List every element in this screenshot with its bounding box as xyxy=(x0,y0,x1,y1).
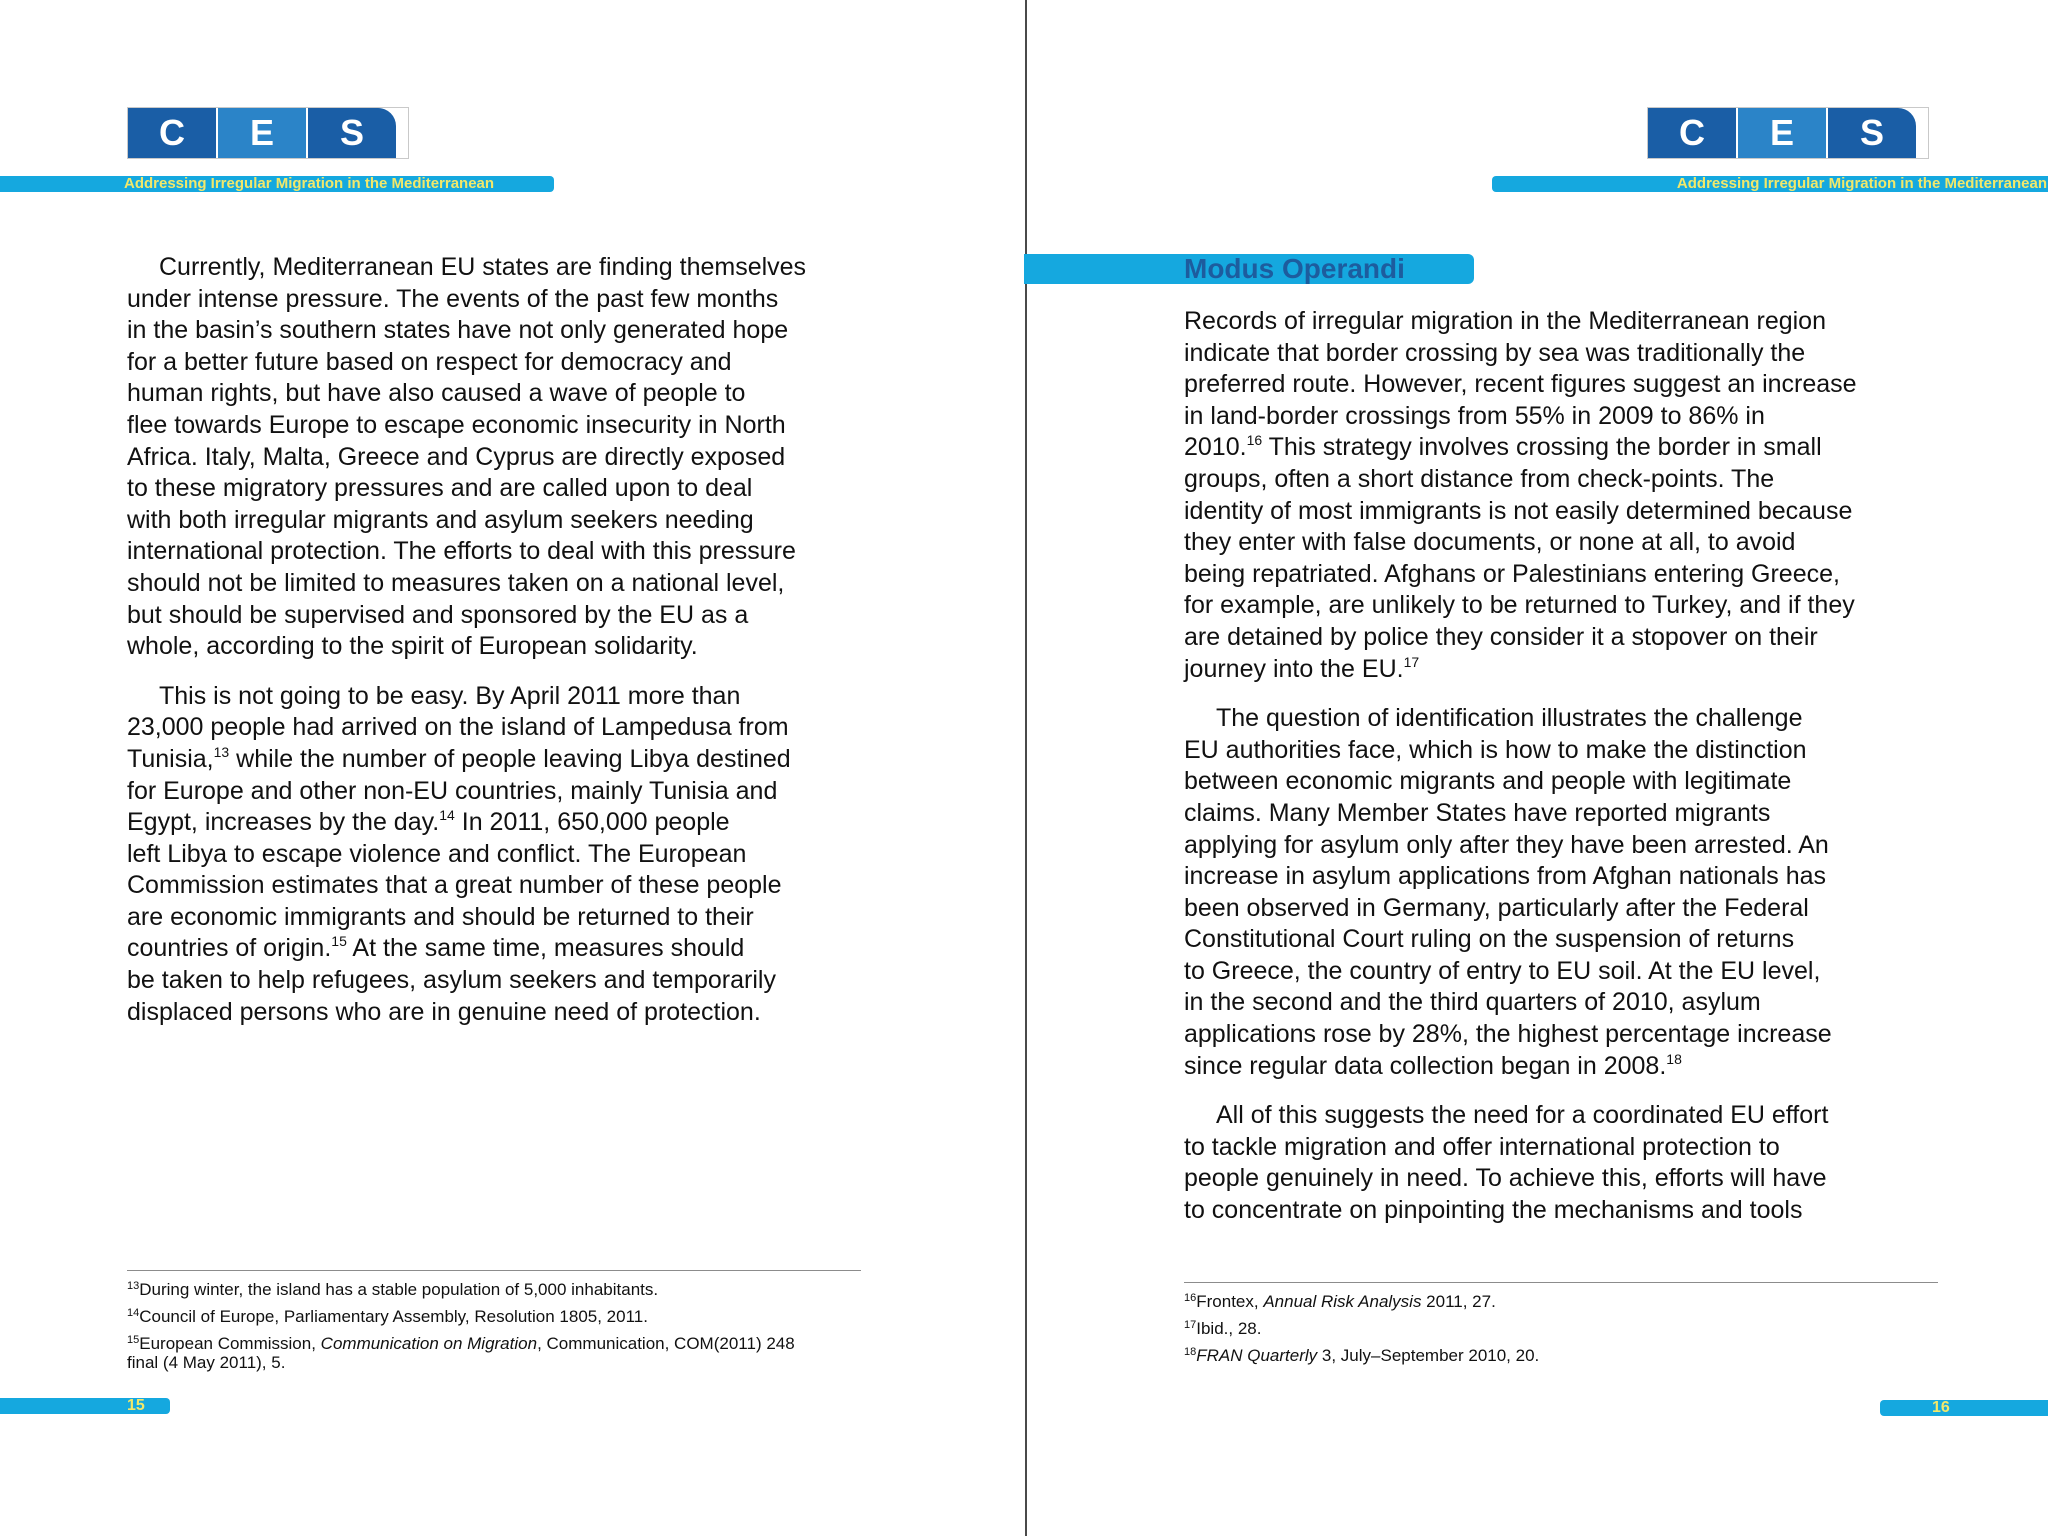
ces-logo: C E S xyxy=(127,107,409,159)
paragraph: The question of identification illustrat… xyxy=(1184,704,1832,1080)
left-footnotes: 13During winter, the island has a stable… xyxy=(127,1280,795,1380)
running-title: Addressing Irregular Migration in the Me… xyxy=(124,175,495,192)
logo-letter-e: E xyxy=(1738,108,1826,158)
running-header: Addressing Irregular Migration in the Me… xyxy=(0,176,554,192)
footnote-ref[interactable]: 15 xyxy=(331,933,347,950)
right-page: C E S Addressing Irregular Migration in … xyxy=(1024,0,2048,1536)
footnote-ref[interactable]: 18 xyxy=(1666,1050,1682,1067)
running-header: Addressing Irregular Migration in the Me… xyxy=(1492,176,2048,192)
footnote-16: 16Frontex, Annual Risk Analysis 2011, 27… xyxy=(1184,1292,1496,1311)
footnote-13: 13During winter, the island has a stable… xyxy=(127,1280,659,1299)
page-number: 15 xyxy=(127,1397,145,1414)
logo-letter-s: S xyxy=(1828,108,1916,158)
ces-logo: C E S xyxy=(1647,107,1929,159)
section-title: Modus Operandi xyxy=(1184,253,1405,284)
footnote-18: 18FRAN Quarterly 3, July–September 2010,… xyxy=(1184,1346,1540,1365)
paragraph: This is not going to be easy. By April 2… xyxy=(127,681,791,1026)
footnote-ref[interactable]: 14 xyxy=(439,807,455,824)
page-number: 16 xyxy=(1932,1399,1950,1416)
left-body-text: Currently, Mediterranean EU states are f… xyxy=(127,252,806,1046)
section-heading-bar: Modus Operandi xyxy=(1024,254,1474,284)
book-spine-divider xyxy=(1025,0,1027,1536)
logo-letter-c: C xyxy=(128,108,216,158)
right-body-text: Records of irregular migration in the Me… xyxy=(1184,306,1857,1245)
footnote-ref[interactable]: 16 xyxy=(1246,432,1263,449)
footnote-ref[interactable]: 17 xyxy=(1403,653,1420,670)
running-title: Addressing Irregular Migration in the Me… xyxy=(1676,175,2047,192)
footnote-17: 17Ibid., 28. xyxy=(1184,1319,1262,1338)
footnote-15: 15European Commission, Communication on … xyxy=(127,1334,795,1372)
logo-letter-c: C xyxy=(1648,108,1736,158)
paragraph: Records of irregular migration in the Me… xyxy=(1184,307,1857,683)
paragraph: Currently, Mediterranean EU states are f… xyxy=(127,253,807,661)
footnote-divider xyxy=(127,1270,861,1271)
logo-letter-s: S xyxy=(308,108,396,158)
paragraph: All of this suggests the need for a coor… xyxy=(1184,1101,1829,1225)
footnote-divider xyxy=(1184,1282,1938,1283)
left-page: C E S Addressing Irregular Migration in … xyxy=(0,107,861,1414)
page-number-bar: 15 xyxy=(0,1398,170,1414)
logo-letter-e: E xyxy=(218,108,306,158)
footnote-ref[interactable]: 13 xyxy=(213,743,230,760)
footnote-14: 14Council of Europe, Parliamentary Assem… xyxy=(127,1307,648,1326)
right-footnotes: 16Frontex, Annual Risk Analysis 2011, 27… xyxy=(1184,1292,1539,1373)
page-number-bar: 16 xyxy=(1880,1400,2048,1416)
